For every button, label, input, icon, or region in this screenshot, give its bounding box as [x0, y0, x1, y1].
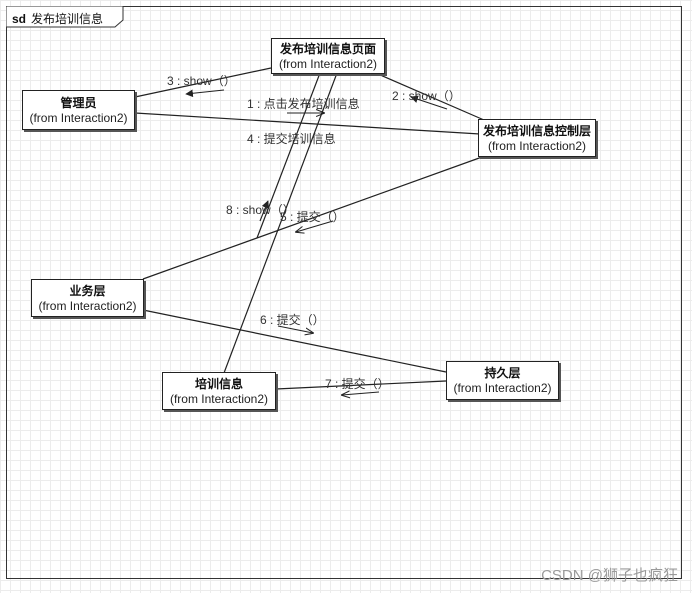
frame-label: sd 发布培训信息	[6, 6, 124, 28]
object-business-from: (from Interaction2)	[38, 298, 137, 313]
object-controller-from: (from Interaction2)	[487, 138, 587, 153]
object-training-info[interactable]: 培训信息 (from Interaction2)	[162, 372, 276, 410]
link-page-info-left	[256, 72, 321, 239]
message-2-label: 2 : show（）	[392, 89, 461, 103]
object-controller[interactable]: 发布培训信息控制层 (from Interaction2)	[478, 119, 596, 157]
object-persistence[interactable]: 持久层 (from Interaction2)	[446, 361, 559, 400]
link-page-controller	[377, 73, 485, 121]
object-controller-name: 发布培训信息控制层	[482, 123, 591, 138]
arrow-msg-7	[342, 392, 380, 395]
message-5-label: 5 : 提交（）	[280, 210, 345, 224]
link-admin-page	[134, 67, 272, 98]
object-admin[interactable]: 管理员 (from Interaction2)	[22, 90, 135, 130]
link-info-persistence	[275, 380, 447, 390]
object-training-info-from: (from Interaction2)	[169, 391, 269, 406]
message-1-label: 1 : 点击发布培训信息	[247, 97, 360, 111]
arrow-msg-3	[185, 89, 225, 98]
frame-keyword: sd	[12, 12, 27, 26]
message-6-label: 6 : 提交（）	[260, 313, 325, 327]
watermark: CSDN @狮子也疯狂	[541, 567, 678, 584]
message-8-label: 8 : show（）	[226, 203, 295, 217]
object-persistence-name: 持久层	[484, 366, 521, 380]
arrow-msg-5	[296, 220, 334, 232]
link-admin-controller	[134, 112, 481, 135]
object-admin-from: (from Interaction2)	[29, 110, 128, 125]
object-business-name: 业务层	[69, 283, 106, 298]
link-controller-business	[142, 156, 483, 280]
message-4-label: 4 : 提交培训信息	[247, 132, 336, 146]
object-persistence-from: (from Interaction2)	[453, 381, 552, 395]
message-3-label: 3 : show（）	[167, 74, 236, 88]
object-admin-name: 管理员	[60, 95, 97, 110]
object-page[interactable]: 发布培训信息页面 (from Interaction2)	[271, 38, 385, 74]
object-page-name: 发布培训信息页面	[279, 41, 376, 56]
frame-label-tab	[6, 6, 124, 28]
object-business[interactable]: 业务层 (from Interaction2)	[31, 279, 144, 317]
arrow-msg-8	[259, 200, 270, 222]
object-training-info-name: 培训信息	[194, 376, 243, 391]
message-7-label: 7 : 提交（）	[325, 377, 390, 391]
arrow-msg-6	[277, 325, 313, 333]
sequence-frame	[6, 6, 682, 579]
link-business-persistence	[142, 309, 447, 373]
link-page-info-right	[223, 72, 338, 374]
arrow-msg-2	[410, 95, 448, 110]
object-page-from: (from Interaction2)	[278, 56, 378, 71]
frame-title: 发布培训信息	[31, 12, 104, 26]
